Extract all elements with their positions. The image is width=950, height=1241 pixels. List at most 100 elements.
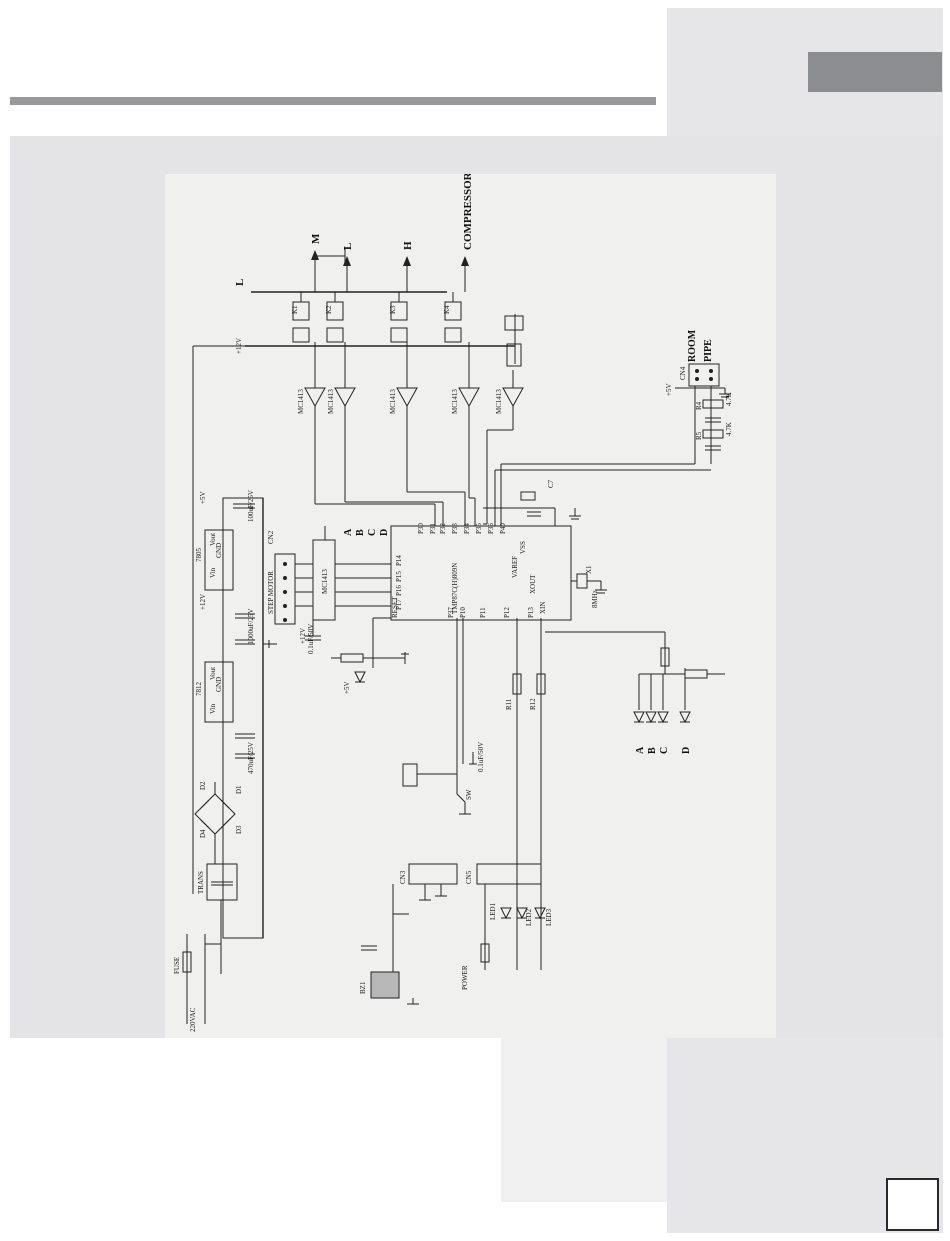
svg-text:R4: R4 — [695, 401, 703, 410]
resistor-r5 — [702, 429, 724, 439]
svg-text:+5V: +5V — [199, 491, 207, 504]
svg-text:D4: D4 — [199, 829, 207, 838]
diode-reset-icon — [354, 671, 366, 684]
svg-text:P36: P36 — [487, 523, 495, 534]
svg-text:R12: R12 — [529, 698, 537, 710]
svg-text:P10: P10 — [459, 607, 467, 618]
svg-text:4.7K: 4.7K — [725, 422, 733, 436]
abcd-a-label: A — [635, 746, 646, 754]
svg-text:P37: P37 — [447, 607, 455, 618]
svg-text:LED2: LED2 — [525, 908, 533, 926]
svg-text:MC1413: MC1413 — [297, 389, 305, 414]
regulator-7812: GND Vin Vout 7812 — [195, 661, 234, 723]
svg-text:CN3: CN3 — [399, 870, 407, 884]
transformer: TRANS — [197, 863, 238, 901]
crystal-x1: X1 8MHz — [571, 565, 607, 608]
stepper-driver: MC1413 — [295, 526, 391, 621]
output-m-label: M — [310, 233, 322, 244]
svg-text:CN2: CN2 — [267, 530, 275, 544]
svg-text:MC1413: MC1413 — [389, 389, 397, 414]
svg-text:K1: K1 — [291, 305, 299, 314]
connector-cn5: CN5 — [465, 863, 542, 885]
svg-text:CN4: CN4 — [679, 366, 687, 380]
svg-text:4.7K: 4.7K — [725, 392, 733, 406]
svg-text:K4: K4 — [443, 305, 451, 314]
relay-k4: K4 — [443, 292, 462, 343]
svg-text:RESET: RESET — [391, 596, 399, 618]
diode-d8 — [657, 711, 669, 724]
driver-5: MC1413 — [486, 370, 524, 524]
abcd-c-label: C — [659, 747, 670, 754]
svg-text:100uF/25V: 100uF/25V — [247, 490, 255, 522]
connector-cn3: CN3 — [399, 863, 458, 885]
svg-text:0.1uF/50V: 0.1uF/50V — [307, 624, 315, 654]
page-number-box — [886, 1178, 939, 1231]
svg-text:D2: D2 — [199, 781, 207, 790]
svg-text:D1: D1 — [235, 785, 243, 794]
abcd-d-label: D — [681, 747, 692, 754]
stepper-phase-d: D — [379, 529, 390, 536]
bridge-rectifier: D1 D2 D3 D4 — [194, 781, 243, 838]
svg-text:Vin: Vin — [209, 567, 217, 578]
svg-text:+12V: +12V — [299, 628, 307, 644]
arrow-m-icon — [311, 250, 319, 260]
svg-text:P32: P32 — [439, 523, 447, 534]
svg-text:POWER: POWER — [461, 965, 469, 990]
svg-text:470uF/25V: 470uF/25V — [247, 742, 255, 774]
svg-text:BZ1: BZ1 — [359, 981, 367, 994]
stepper-phase-a: A — [343, 528, 354, 536]
buzzer: BZ1 — [359, 971, 400, 999]
relay-k2: K2 — [325, 292, 344, 343]
room-label: ROOM — [687, 329, 698, 362]
led-3: LED3 — [534, 907, 553, 926]
abcd-b-label: B — [647, 747, 658, 754]
svg-text:+12V: +12V — [199, 594, 207, 610]
svg-text:P12: P12 — [503, 607, 511, 618]
svg-text:P11: P11 — [479, 607, 487, 618]
arrow-l-icon — [343, 256, 351, 266]
svg-text:MC1413: MC1413 — [321, 569, 329, 594]
circuit-schematic: L M L H COMPRESSOR K1 K2 K3 K4 +1 — [165, 174, 776, 1038]
svg-text:R11: R11 — [505, 698, 513, 710]
svg-text:+5V: +5V — [343, 681, 351, 694]
led-1: LED1 — [489, 902, 512, 920]
stepper-connector: CN2 STEP MOTOR — [267, 530, 296, 625]
stepper-phase-c: C — [367, 529, 378, 536]
resistor-r6 — [660, 647, 670, 667]
svg-text:P34: P34 — [463, 523, 471, 534]
led-2: LED2 — [516, 907, 533, 926]
mcu-chip: TMP87C(H)809N P14 P15 P16 P17 RESET VSS … — [390, 523, 572, 621]
svg-text:C7: C7 — [547, 479, 555, 488]
svg-text:MC1413: MC1413 — [451, 389, 459, 414]
svg-text:R5: R5 — [695, 431, 703, 440]
svg-text:SW: SW — [465, 789, 473, 800]
header-rule — [10, 97, 656, 105]
diode-d7 — [645, 711, 657, 724]
relay-k1: K1 — [291, 292, 310, 343]
svg-text:8MHz: 8MHz — [591, 590, 599, 608]
relay-k3: K3 — [389, 292, 408, 343]
output-h-label: H — [402, 241, 414, 250]
svg-text:GND: GND — [215, 543, 223, 558]
svg-text:CN5: CN5 — [465, 870, 473, 884]
output-compressor-label: COMPRESSOR — [462, 174, 474, 250]
svg-text:LED1: LED1 — [489, 902, 497, 920]
svg-text:STEP MOTOR: STEP MOTOR — [267, 571, 275, 614]
svg-text:XIN: XIN — [539, 602, 547, 614]
svg-text:P16: P16 — [395, 585, 403, 596]
diode-d9 — [679, 711, 691, 724]
driver-3: MC1413 — [389, 342, 418, 492]
resistor-r4 — [702, 399, 724, 409]
svg-text:7805: 7805 — [195, 548, 203, 563]
svg-text:P14: P14 — [395, 555, 403, 566]
schematic-svg: L M L H COMPRESSOR K1 K2 K3 K4 +1 — [173, 174, 733, 1032]
svg-text:Vout: Vout — [209, 667, 217, 680]
power-supply-outline — [222, 497, 264, 939]
sensor-connector: CN4 ROOM PIPE — [679, 329, 720, 387]
diode-d6 — [633, 711, 645, 724]
svg-text:Vin: Vin — [209, 703, 217, 714]
svg-text:P33: P33 — [451, 523, 459, 534]
sensor-plus5-label: +5V — [665, 383, 673, 396]
svg-text:7812: 7812 — [195, 682, 203, 697]
section-tab — [808, 52, 942, 92]
